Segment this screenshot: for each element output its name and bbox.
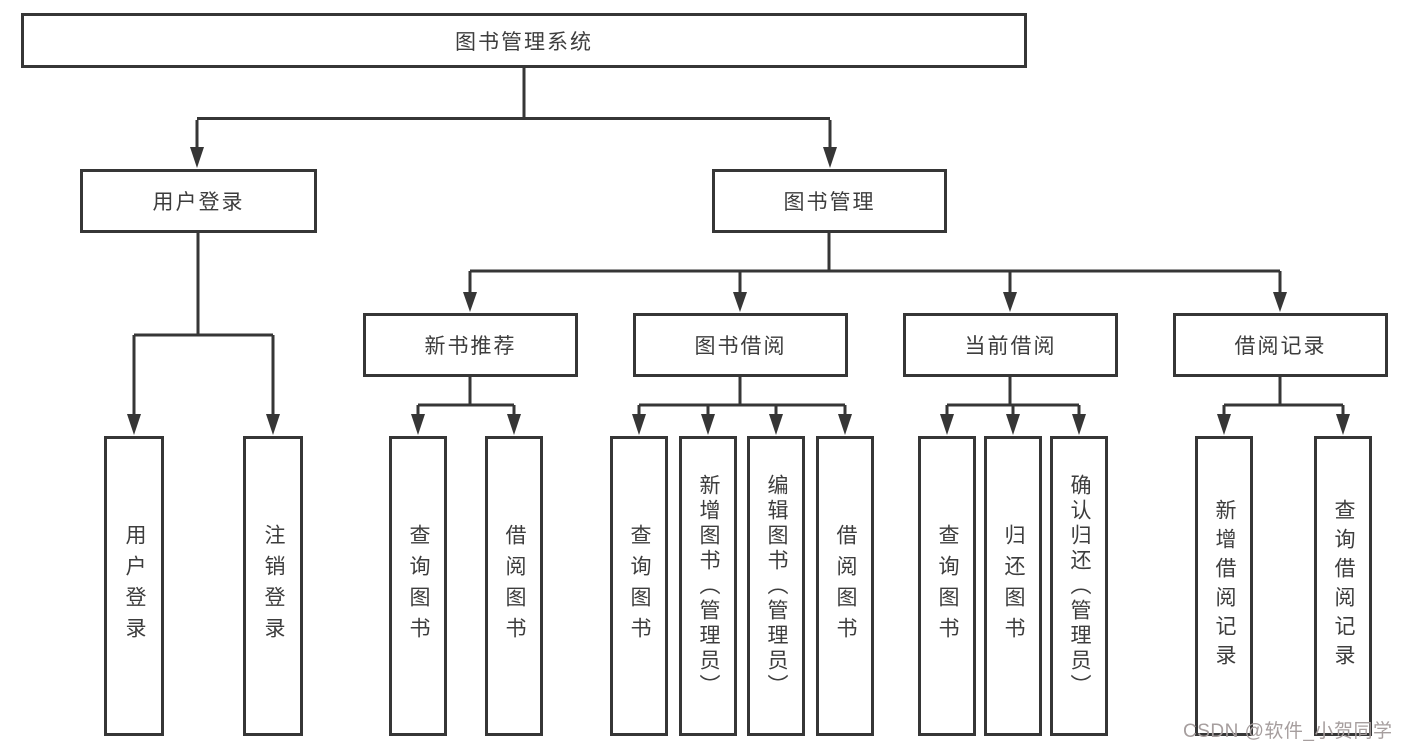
- leaf-add-borrow-record-label: 新增借阅记录: [1213, 499, 1236, 673]
- node-root-label: 图书管理系统: [455, 30, 593, 54]
- node-book-borrowing-label: 图书借阅: [694, 335, 787, 358]
- leaf-newbooks-query-books: 查询图书: [389, 436, 447, 736]
- node-new-books-label: 新书推荐: [424, 335, 517, 358]
- leaf-current-query-books-label: 查询图书: [936, 524, 959, 648]
- csdn-watermark: CSDN @软件_小贺同学: [1183, 721, 1393, 742]
- leaf-add-books-admin-label: 新增图书（管理员）: [697, 473, 720, 699]
- node-user-login-label: 用户登录: [152, 191, 245, 214]
- node-current-borrowing: 当前借阅: [903, 313, 1118, 377]
- leaf-borrowing-query-books-label: 查询图书: [628, 524, 651, 648]
- node-user-login: 用户登录: [80, 169, 317, 233]
- leaf-add-borrow-record: 新增借阅记录: [1195, 436, 1253, 736]
- node-book-management-label: 图书管理: [783, 191, 876, 214]
- node-new-books: 新书推荐: [363, 313, 578, 377]
- node-borrow-records: 借阅记录: [1173, 313, 1388, 377]
- leaf-logout-label: 注销登录: [262, 524, 285, 648]
- leaf-logout: 注销登录: [243, 436, 303, 736]
- leaf-return-books: 归还图书: [984, 436, 1042, 736]
- leaf-user-login-label: 用户登录: [123, 524, 146, 648]
- leaf-newbooks-query-books-label: 查询图书: [407, 524, 430, 648]
- leaf-edit-books-admin: 编辑图书（管理员）: [747, 436, 805, 736]
- leaf-borrowing-borrow-books: 借阅图书: [816, 436, 874, 736]
- leaf-current-query-books: 查询图书: [918, 436, 976, 736]
- node-borrow-records-label: 借阅记录: [1234, 335, 1327, 358]
- leaf-add-books-admin: 新增图书（管理员）: [679, 436, 737, 736]
- node-book-borrowing: 图书借阅: [633, 313, 848, 377]
- leaf-query-borrow-record: 查询借阅记录: [1314, 436, 1372, 736]
- leaf-user-login: 用户登录: [104, 436, 164, 736]
- leaf-query-borrow-record-label: 查询借阅记录: [1332, 499, 1355, 673]
- leaf-confirm-return-admin-label: 确认归还（管理员）: [1068, 473, 1091, 699]
- leaf-borrowing-query-books: 查询图书: [610, 436, 668, 736]
- node-root: 图书管理系统: [21, 13, 1027, 68]
- leaf-newbooks-borrow-books-label: 借阅图书: [503, 524, 526, 648]
- node-current-borrowing-label: 当前借阅: [964, 335, 1057, 358]
- leaf-edit-books-admin-label: 编辑图书（管理员）: [765, 473, 788, 699]
- leaf-borrowing-borrow-books-label: 借阅图书: [834, 524, 857, 648]
- leaf-return-books-label: 归还图书: [1002, 524, 1025, 648]
- node-book-management: 图书管理: [712, 169, 947, 233]
- leaf-confirm-return-admin: 确认归还（管理员）: [1050, 436, 1108, 736]
- leaf-newbooks-borrow-books: 借阅图书: [485, 436, 543, 736]
